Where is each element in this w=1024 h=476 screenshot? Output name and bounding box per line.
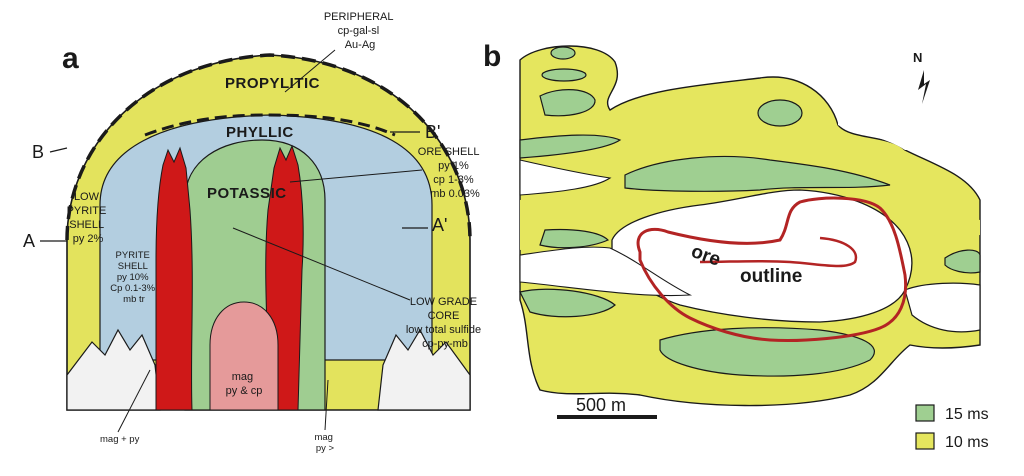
- basement-right: [377, 328, 471, 411]
- background-gap-right: [904, 282, 981, 333]
- panel-b: b ore outline N: [483, 40, 989, 451]
- patch-15ms: [944, 249, 981, 274]
- section-a-prime-label: A': [432, 215, 447, 235]
- phyllic-label: PHYLLIC: [226, 124, 294, 141]
- phyllic-dashed-boundary: [144, 113, 396, 137]
- outline-label: outline: [740, 266, 802, 287]
- peripheral-leader: [284, 49, 336, 93]
- pyrite-shell-annotation: PYRITE SHELL py 10% Cp 0.1-3% mb tr: [110, 250, 158, 305]
- legend-label-10ms: 10 ms: [945, 434, 989, 451]
- mag-py-gt-label: mag py >: [314, 432, 335, 454]
- section-a-label: A: [23, 231, 35, 251]
- patch-15ms: [757, 99, 803, 127]
- low-pyrite-shell-annotation: LOW PYRITE SHELL py 2%: [67, 191, 110, 245]
- mag-py-leader: [117, 369, 151, 433]
- propylitic-dashed-boundary: [65, 53, 472, 241]
- legend-label-15ms: 15 ms: [945, 406, 989, 423]
- north-label: N: [913, 50, 922, 65]
- propylitic-label: PROPYLITIC: [225, 75, 320, 92]
- mag-core-annotation: mag py & cp: [226, 371, 263, 397]
- mag-core: [209, 301, 279, 411]
- patch-15ms: [519, 288, 616, 318]
- mag-py-gt-leader: [324, 379, 329, 431]
- legend: 15 ms 10 ms: [915, 404, 989, 451]
- panel-b-label: b: [483, 40, 501, 73]
- legend-swatch-15ms: [915, 404, 935, 422]
- background-gap-top-right: [838, 60, 980, 150]
- panel-a-label: a: [62, 42, 79, 75]
- section-b-label: B: [32, 142, 44, 162]
- potassic-label: POTASSIC: [207, 185, 287, 202]
- background-gap-center: [611, 189, 913, 323]
- scale-bar-label: 500 m: [576, 395, 626, 415]
- section-b-tick: [49, 147, 68, 153]
- ore-shell-left: [155, 146, 193, 411]
- low-grade-core-leader: [232, 227, 411, 301]
- panel-a: a PROPYLITIC PHYLLIC POTASSIC PERIPHERAL…: [23, 11, 484, 454]
- patch-15ms: [541, 68, 587, 82]
- north-arrow-icon: N: [913, 50, 930, 104]
- ore-shell-leader: [289, 169, 423, 183]
- section-b-prime-label: B': [425, 122, 440, 142]
- legend-swatch-10ms: [915, 432, 935, 450]
- mag-py-label: mag + py: [100, 434, 140, 445]
- anomaly-15ms-patches: [519, 46, 981, 377]
- ore-outline: [636, 196, 908, 342]
- patch-15ms: [539, 89, 596, 117]
- ore-shell-annotation: ORE SHELL py 1% cp 1-3% mb 0.03%: [418, 146, 482, 200]
- ore-outline-inner: [699, 236, 858, 268]
- background-gap-left-top: [519, 159, 612, 196]
- scale-bar: [557, 415, 657, 419]
- patch-15ms: [539, 228, 610, 249]
- patch-15ms: [550, 46, 576, 60]
- patch-15ms: [624, 155, 891, 192]
- low-grade-core-annotation: LOW GRADE CORE low total sulfide cp-py-m…: [406, 296, 484, 350]
- patch-15ms: [519, 134, 622, 159]
- peripheral-annotation: PERIPHERAL cp-gal-sl Au-Ag: [324, 11, 396, 51]
